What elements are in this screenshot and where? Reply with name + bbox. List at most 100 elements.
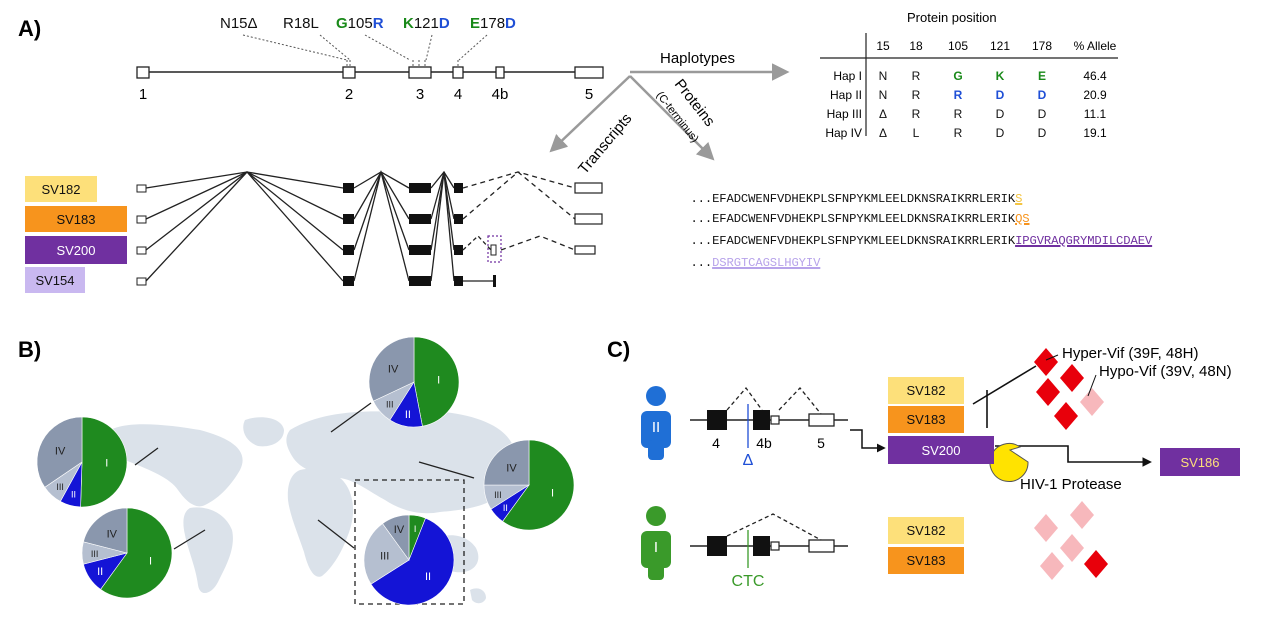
hypo-vif-label: Hypo-Vif (39V, 48N): [1099, 363, 1232, 380]
variant-leaders: [242, 34, 488, 67]
table-allele-cell: 19.1: [1083, 126, 1107, 140]
hyper-leader: [1045, 354, 1059, 361]
pie-slice: [80, 416, 128, 508]
transcript-structure: [136, 171, 496, 287]
pie-slice-label: IV: [506, 462, 517, 474]
isoform-tag-sv182-hap2: SV182: [888, 377, 964, 404]
exon-4b: [495, 66, 505, 79]
sequence-prefix: ...EFADCWENFVDHEKPLSFNPYKMLEELDKNSRAIKRR…: [690, 212, 1016, 226]
transcript-tag-label: SV154: [35, 272, 75, 288]
pie-slice-label: III: [494, 490, 502, 500]
inhibition-lines: [972, 365, 1152, 467]
pie-slice-label: IV: [55, 445, 66, 457]
vif-diamond: [1054, 402, 1078, 430]
transcript-tag-label: SV182: [41, 181, 81, 197]
transcript-structure: [136, 170, 603, 194]
variant-label: K121D: [403, 15, 450, 32]
pie-slice: [370, 517, 455, 606]
hap2-person-icon: II: [641, 386, 671, 460]
pie-slice-label: IV: [394, 524, 405, 536]
vif-diamond: [1060, 364, 1084, 392]
isoform-tag-sv183-hap2: SV183: [888, 406, 964, 433]
table-cell: R: [912, 88, 921, 102]
exon-labels: 1 2 3 4 4b 5: [139, 86, 593, 103]
table-row-name: Hap I: [833, 69, 862, 83]
hap1-person-label: I: [654, 539, 658, 556]
pie-slice-label: II: [97, 566, 103, 578]
protein-sequence-sv182: ...EFADCWENFVDHEKPLSFNPYKMLEELDKNSRAIKRR…: [676, 178, 1022, 206]
africa-highlight-box: [354, 479, 465, 605]
variant-label: R18L: [283, 15, 319, 32]
pie-slice: [36, 416, 83, 488]
panel-label-c: C): [607, 337, 630, 362]
sequence-tail: QS: [1015, 212, 1030, 226]
table-cell: N: [879, 88, 888, 102]
table-cell: N: [879, 69, 888, 83]
pie-slice-label: I: [551, 488, 554, 500]
exon-label: 4: [454, 86, 462, 103]
table-allele-cell: 20.9: [1083, 88, 1107, 102]
panel-label-a: A): [18, 16, 41, 41]
exon-2: [342, 66, 356, 79]
transcript-structure: [136, 170, 603, 225]
hap2-deletion-mark: Δ: [743, 452, 754, 469]
table-cell: D: [1038, 126, 1047, 140]
transcript-tag-sv200: SV200: [25, 236, 127, 264]
transcript-tag-label: SV200: [56, 242, 96, 258]
table-row-name: Hap II: [830, 88, 862, 102]
isoform-tag-label: SV182: [906, 523, 946, 538]
pie-slice: [100, 507, 173, 599]
protein-sequence-sv183: ...EFADCWENFVDHEKPLSFNPYKMLEELDKNSRAIKRR…: [676, 198, 1030, 226]
protein-sequence-sv154: ...DSRGTCAGSLHGYIV: [676, 242, 820, 270]
table-cell: G: [953, 69, 962, 83]
vif-diamond: [1040, 552, 1064, 580]
sequence-tail: DSRGTCAGSLHGYIV: [712, 256, 821, 270]
table-allele-cell: 11.1: [1084, 107, 1107, 121]
table-column-header: 18: [909, 39, 923, 53]
pie-slice-label: IV: [388, 364, 399, 376]
isoform-tag-sv182-hap1: SV182: [888, 517, 964, 544]
table-cell: D: [1038, 107, 1047, 121]
pie-slice: [368, 336, 415, 402]
isoform-tag-sv200-hap2: SV200: [888, 436, 994, 464]
table-cell: R: [912, 107, 921, 121]
pie-slice-label: I: [414, 524, 417, 534]
vif-diamond: [1034, 514, 1058, 542]
pie-slice: [502, 439, 575, 531]
table-column-header: 178: [1032, 39, 1052, 53]
hap1-gene-model: [690, 513, 848, 568]
pie-slice-label: II: [71, 489, 76, 499]
hap2-exon-label: 4b: [756, 435, 772, 451]
transcript-tag-sv182: SV182: [25, 176, 97, 202]
isoform-tag-sv183-hap1: SV183: [888, 547, 964, 574]
pie-slice-label: II: [425, 571, 431, 583]
transcript-tag-label: SV183: [56, 211, 96, 227]
table-cell: D: [996, 126, 1005, 140]
hypo-leader: [1087, 374, 1097, 397]
hiv-protease-icon: [989, 443, 1029, 482]
table-row-name: Hap IV: [825, 126, 862, 140]
table-cell: D: [996, 88, 1005, 102]
table-cell: D: [996, 107, 1005, 121]
table-cell: R: [954, 88, 963, 102]
pie-slice-label: IV: [107, 528, 118, 540]
hap2-to-isoforms-arrow: [850, 429, 886, 453]
table-cell: K: [996, 69, 1005, 83]
exon-label: 3: [416, 86, 424, 103]
vif-diamond: [1034, 348, 1058, 376]
sequence-prefix: ...EFADCWENFVDHEKPLSFNPYKMLEELDKNSRAIKRR…: [690, 192, 1016, 206]
isoform-tag-label: SV183: [906, 412, 946, 427]
pie-slice-label: III: [380, 550, 389, 562]
sequence-prefix: ...: [690, 256, 713, 270]
table-title: Protein position: [907, 10, 997, 25]
sequence-tail: IPGVRAQGRYMDILCDAEV: [1015, 234, 1153, 248]
exon-4: [452, 66, 464, 79]
isoform-tag-label: SV183: [906, 553, 946, 568]
hyper-vif-label: Hyper-Vif (39F, 48H): [1062, 345, 1198, 362]
sequence-prefix: ...EFADCWENFVDHEKPLSFNPYKMLEELDKNSRAIKRR…: [690, 234, 1016, 248]
hap1-ctc-mark: CTC: [732, 573, 765, 590]
